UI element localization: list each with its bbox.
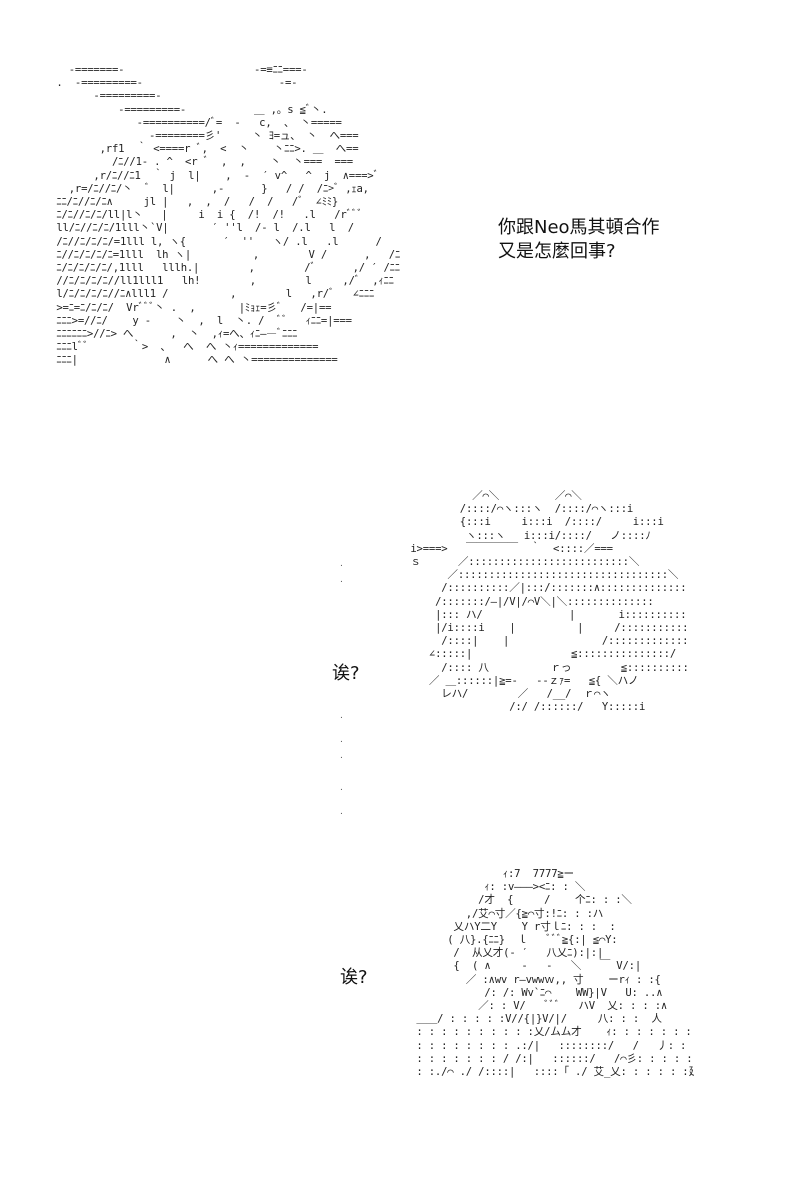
- panel-1-art: -=======- -=≡ﾆﾆ===- . -=========- -=- -=…: [44, 64, 454, 484]
- dialogue-1: 你跟Neo馬其頓合作 又是怎麼回事?: [498, 216, 660, 264]
- panel-2-art: ／⌒＼ ／⌒＼ /::::/⌒ヽ:::ヽ /::::/⌒ヽ:::i {:::i …: [398, 490, 688, 800]
- ascii-art-figure-2: ／⌒＼ ／⌒＼ /::::/⌒ヽ:::ヽ /::::/⌒ヽ:::i {:::i …: [410, 490, 688, 714]
- panel-3-art: ｨ:7 7777≧ー ｨ: :v―――><ﾆ: : ＼ /才 { / 个ﾆ: :…: [404, 868, 694, 1168]
- divider-dots-1: . . . . . . .: [340, 559, 343, 817]
- dialogue-3: 诶?: [340, 967, 368, 988]
- dialogue-1-line-1: 你跟Neo馬其頓合作: [498, 217, 660, 238]
- dialogue-1-line-2: 又是怎麼回事?: [498, 241, 616, 262]
- ascii-art-figure-3: ｨ:7 7777≧ー ｨ: :v―――><ﾆ: : ＼ /才 { / 个ﾆ: :…: [416, 868, 694, 1079]
- ascii-art-figure-1: -=======- -=≡ﾆﾆ===- . -=========- -=- -=…: [56, 64, 401, 367]
- dialogue-2: 诶?: [332, 663, 360, 684]
